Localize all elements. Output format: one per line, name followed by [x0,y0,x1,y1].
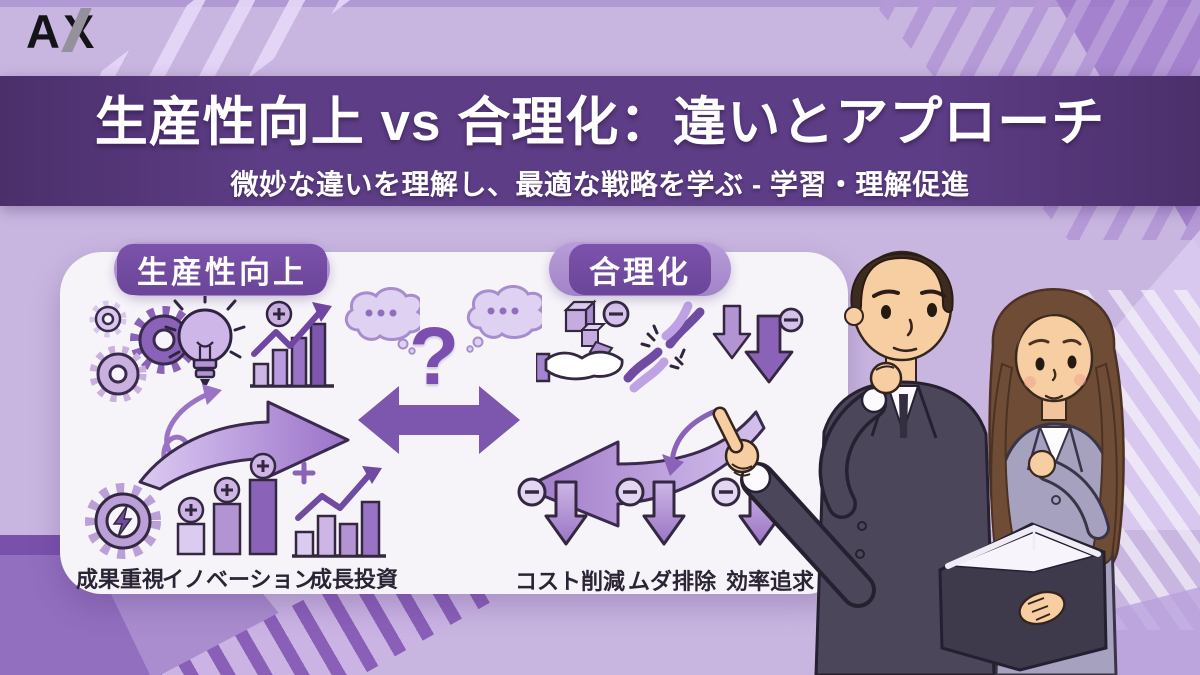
productivity-badge: 生産性向上 [114,242,330,296]
stripes-top-left [90,0,350,80]
rationalization-item-label: 効率追求 [725,569,814,594]
notebook [938,522,1108,672]
thought-bubble-right-icon [466,285,542,353]
curved-arrow-right-icon [138,384,350,491]
small-curved-arrow-icon [662,407,721,476]
lightbulb-icon [164,292,246,385]
productivity-badge-label: 生産性向上 [117,243,327,295]
cut-link-icon [623,301,705,393]
pointing-hand [712,406,876,608]
man-chin-hand [869,361,903,395]
gear-lightning-icon [85,483,161,559]
people-illustration [712,250,1125,675]
productivity-item-label: 成長投資 [309,567,398,592]
page-title: 生産性向上 vs 合理化：違いとアプローチ [94,92,1106,152]
hand-boxes-minus-icon [536,299,630,383]
down-arrow-minus-icon [517,477,588,546]
rationalization-badge-label: 合理化 [569,243,711,295]
productivity-item-label: イノベーション [162,567,316,592]
rationalization-item-label: ムダ排除 [627,569,716,594]
rising-bars-plus-icon [176,452,278,556]
question-mark: ? [409,311,460,402]
bar-chart-up-arrow-icon [250,300,334,388]
productivity-item-label: 成果重視 [75,567,164,592]
rationalization-item-label: コスト削減 [514,569,625,594]
page-subtitle: 微妙な違いを理解し、最適な戦略を学ぶ - 学習・理解促進 [230,168,970,200]
title-banner: 生産性向上 vs 合理化：違いとアプローチ 微妙な違いを理解し、最適な戦略を学ぶ… [0,76,1200,206]
woman-chin-hand [1027,449,1057,479]
double-arrow-icon [358,386,520,454]
thought-bubble-left-icon [344,287,420,355]
down-arrows-minus-icon [712,304,804,384]
down-arrow-minus-icon [615,477,686,546]
man-figure [712,250,996,675]
rationalization-badge: 合理化 [549,242,731,296]
growth-chart-plus-icon [292,461,386,558]
top-edge-strip [0,0,1200,7]
